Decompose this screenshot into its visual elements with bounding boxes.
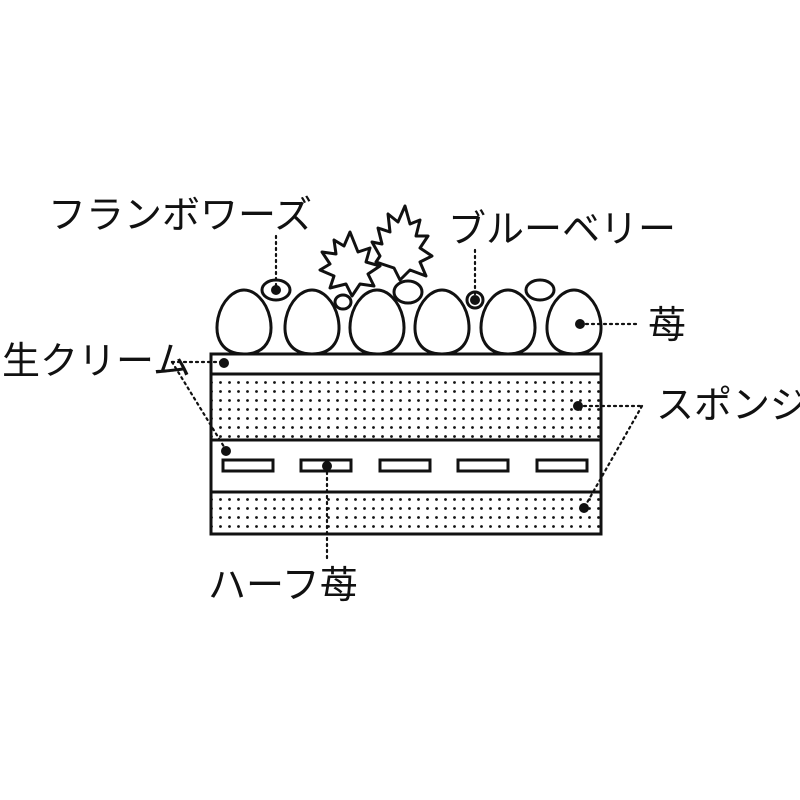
leader-fresh-cream [170, 360, 228, 452]
label-fresh-cream: 生クリーム [2, 339, 191, 383]
strawberry-icon [215, 288, 273, 356]
cream-layer-top [209, 352, 603, 376]
sponge-layer-upper [209, 372, 603, 442]
marker-dot [573, 401, 583, 411]
strawberry-icon [348, 288, 406, 356]
marker-dot [579, 503, 589, 513]
sponge-layer-lower [209, 490, 603, 536]
label-half-strawberry: ハーフ苺 [208, 563, 358, 607]
labels: フランボワーズ ブルーベリー 苺 生クリーム スポンジ ハーフ苺 [2, 193, 800, 607]
leaf-garnish-icon [318, 204, 434, 298]
half-strawberry-slice [378, 458, 432, 473]
marker-dot [470, 295, 480, 305]
strawberry-icon [413, 288, 471, 356]
half-strawberry-slice [535, 458, 589, 473]
top-berries [260, 278, 556, 311]
cake-body [209, 352, 603, 536]
leader-sponge [582, 404, 644, 510]
callout-leaders [170, 234, 644, 562]
framboise-icon [524, 278, 556, 302]
half-strawberry-slice [456, 458, 510, 473]
marker-dot [322, 461, 332, 471]
marker-dot [219, 358, 229, 368]
label-framboise: フランボワーズ [48, 193, 312, 237]
label-sponge: スポンジ [656, 383, 800, 427]
half-strawberry-slices [221, 458, 589, 473]
label-blueberry: ブルーベリー [448, 207, 676, 251]
top-strawberries [215, 288, 603, 356]
marker-dot [271, 285, 281, 295]
marker-dot [575, 319, 585, 329]
strawberry-icon [545, 288, 603, 356]
framboise-icon [392, 279, 424, 305]
cake-frame [209, 352, 603, 536]
marker-dot [221, 446, 231, 456]
label-strawberry: 苺 [648, 303, 686, 347]
strawberry-icon [283, 288, 341, 356]
strawberry-icon [479, 288, 537, 356]
half-strawberry-slice [221, 458, 275, 473]
blueberry-icon [333, 293, 353, 311]
